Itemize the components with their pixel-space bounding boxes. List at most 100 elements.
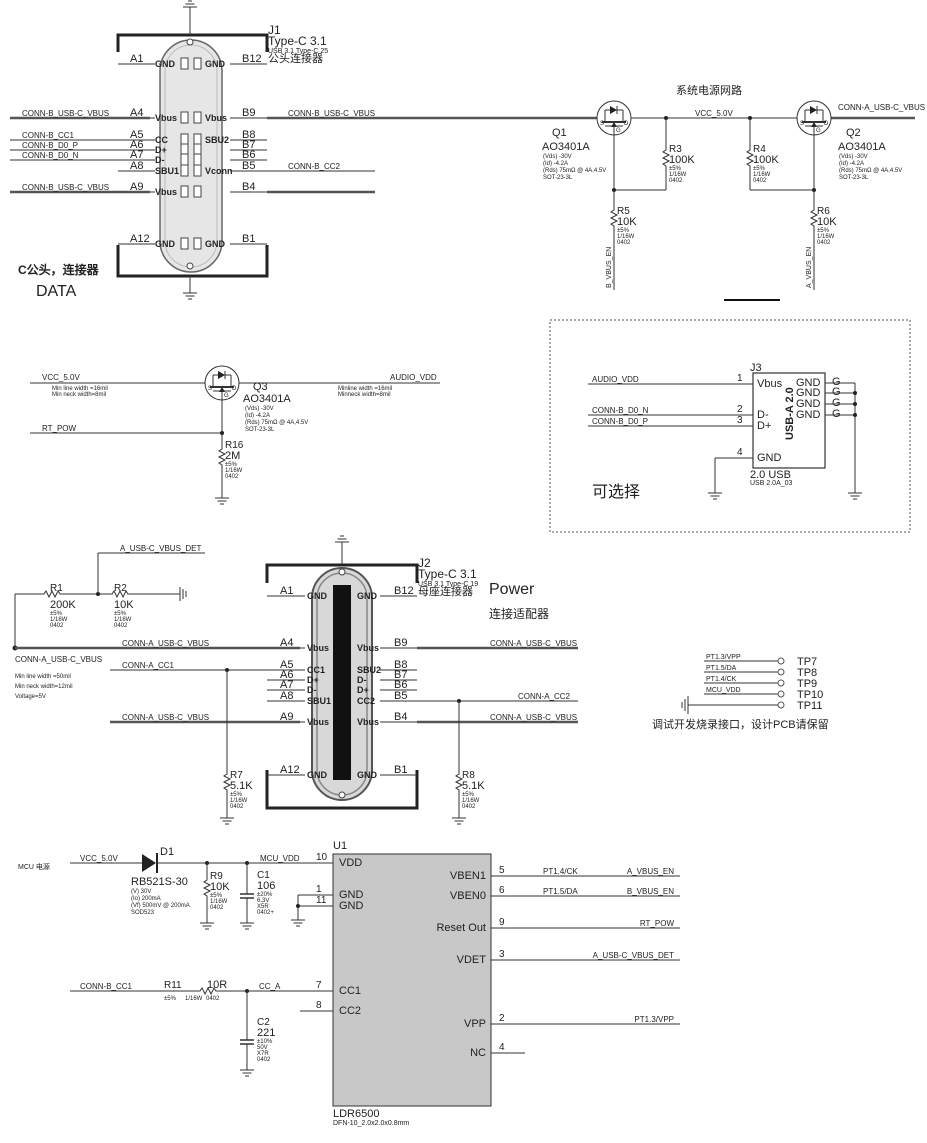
q1-p3: (Rds) 75mΩ @ 4A,4.5V xyxy=(543,168,606,174)
power-switch-section: 系统电源网路 VCC_5.0V CONN-A_USB-C_VBUS Q1 AO3… xyxy=(542,83,925,301)
u1-right-net2: B_VBUS_EN xyxy=(627,887,674,896)
r2-tol: ±5% xyxy=(114,611,127,617)
j2-left-name: D+ xyxy=(307,675,319,685)
d1-pkg: SOD523 xyxy=(131,910,155,916)
j3-gnd-name: GND xyxy=(796,377,821,389)
u1-right-net2: PT1.3/VPP xyxy=(634,1015,674,1024)
u1-right-net2: RT_POW xyxy=(640,919,675,928)
b-en-net: B_VBUS_EN xyxy=(606,247,613,288)
q2-part: AO3401A xyxy=(838,141,886,153)
j1-right-name: Vbus xyxy=(205,113,227,123)
j2-right-pin: B9 xyxy=(394,637,407,649)
q3-gate-net: RT_POW xyxy=(42,424,77,433)
j2-right-name: Vbus xyxy=(357,643,379,653)
j1-left-slot xyxy=(180,143,189,156)
j1-net-cc2: CONN-B_CC2 xyxy=(288,162,341,171)
j1-left-pin: A1 xyxy=(130,53,143,65)
q3-out-net: AUDIO_VDD xyxy=(390,373,437,382)
j2-left-pin: A8 xyxy=(280,690,293,702)
j1-right-pin: B9 xyxy=(242,107,255,119)
j1-net-dn: CONN-B_D0_N xyxy=(22,151,79,160)
j2-left-name: Vbus xyxy=(307,643,329,653)
j2-left-name: GND xyxy=(307,591,328,601)
j1-type: Type-C 3.1 xyxy=(268,34,327,48)
j2-left-pin: A12 xyxy=(280,764,300,776)
j1-right-pin: B5 xyxy=(242,160,255,172)
r1-pw: 1/16W xyxy=(50,617,68,623)
q3-in-net: VCC_5.0V xyxy=(42,373,80,382)
r16-pw: 1/16W xyxy=(225,468,243,474)
j2-adapter: 连接适配器 xyxy=(489,606,549,621)
j1-right-pin: B8 xyxy=(242,129,255,141)
j1-kind: 公头连接器 xyxy=(268,52,323,65)
j1-left-name: Vbus xyxy=(155,113,177,123)
j3-pin-num: 2 xyxy=(737,404,743,415)
r5-pkg: 0402 xyxy=(617,240,631,246)
u1-right-name: VBEN1 xyxy=(450,870,486,882)
j1-right-name: SBU2 xyxy=(205,135,229,145)
j1-right-slot xyxy=(193,133,202,146)
r11-pw: 1/16W xyxy=(185,996,203,1002)
j2-net-vbus-r2: CONN-A_USB-C_VBUS xyxy=(490,713,577,722)
r2-pw: 1/16W xyxy=(114,617,132,623)
j2-net-vbus-l2: CONN-A_USB-C_VBUS xyxy=(122,713,209,722)
j1-note2: DATA xyxy=(36,283,77,300)
j1-left-pin: A8 xyxy=(130,160,143,172)
u1-right-net: PT1.5/DA xyxy=(543,887,578,896)
c1-tol: ±20% xyxy=(257,892,273,898)
j1-left-slot xyxy=(180,153,189,166)
j3-gnd-name: GND xyxy=(796,398,821,410)
r7-pkg: 0402 xyxy=(230,804,244,810)
r8-val: 5.1K xyxy=(462,780,485,792)
j2-left-name: D- xyxy=(307,685,317,695)
u1-vcc-net: VCC_5.0V xyxy=(80,854,118,863)
r11-val: 10R xyxy=(207,979,227,991)
j2-right-name: GND xyxy=(357,591,378,601)
c1-pkg: 0402+ xyxy=(257,910,274,916)
j2-left-pin: A5 xyxy=(280,659,293,671)
r4-pw: 1/16W xyxy=(753,172,771,178)
q2-pkg: SOT-23-3L xyxy=(839,175,869,181)
a-en-net: A_VBUS_EN xyxy=(806,247,813,288)
c1-ref: C1 xyxy=(257,870,270,881)
r11-tol: ±5% xyxy=(164,996,177,1002)
r6-pw: 1/16W xyxy=(817,234,835,240)
u1-right-name: VDET xyxy=(457,954,487,966)
j2-right-pin: B12 xyxy=(394,585,414,597)
tp-pad xyxy=(777,668,785,676)
r9-ref: R9 xyxy=(210,871,223,882)
j1-right-pin: B12 xyxy=(242,53,262,65)
j1-left-name: D- xyxy=(155,155,165,165)
j2-note1: Min line width =50mil xyxy=(15,674,71,680)
q3-in-n2: Min neck width=8mil xyxy=(52,392,106,398)
d1-p2: (Io) 200mA xyxy=(131,896,161,902)
j3-g-label: G xyxy=(832,386,841,398)
q3-in-n1: Min line width =16mil xyxy=(52,386,108,392)
q2-p1: (Vds) -30V xyxy=(839,154,868,160)
tp-note: 调试开发烧录接口，设计PCB请保留 xyxy=(652,717,829,731)
q3-ref: Q3 xyxy=(253,381,268,393)
j2-right-name: GND xyxy=(357,770,378,780)
j1-right-slot xyxy=(193,185,202,198)
d1-ref: D1 xyxy=(160,846,174,858)
u1-right-name: Reset Out xyxy=(436,922,486,934)
j2-net-vbus-r: CONN-A_USB-C_VBUS xyxy=(490,639,577,648)
q1-p2: (Id) -4.2A xyxy=(543,161,568,167)
u1-right-net2: A_VBUS_EN xyxy=(627,867,674,876)
j2-kind: 母座连接器 xyxy=(418,584,473,598)
q3-pkg: SOT-23-3L xyxy=(245,427,275,433)
u1-left-pin: 8 xyxy=(316,1000,322,1011)
q2-p2: (Id) -4.2A xyxy=(839,161,864,167)
j1-left-name: D+ xyxy=(155,145,167,155)
j2-power: Power xyxy=(489,581,535,598)
j1-right-name: GND xyxy=(205,239,226,249)
r11-ref: R11 xyxy=(164,980,182,991)
j2-right-pin: B7 xyxy=(394,669,407,681)
j1-right-pin: B6 xyxy=(242,149,255,161)
u1-left-name: GND xyxy=(339,900,364,912)
r6-pkg: 0402 xyxy=(817,240,831,246)
u1-right-net2: A_USB-C_VBUS_DET xyxy=(593,951,674,960)
j2-note3: Voltage=5V xyxy=(15,694,46,700)
